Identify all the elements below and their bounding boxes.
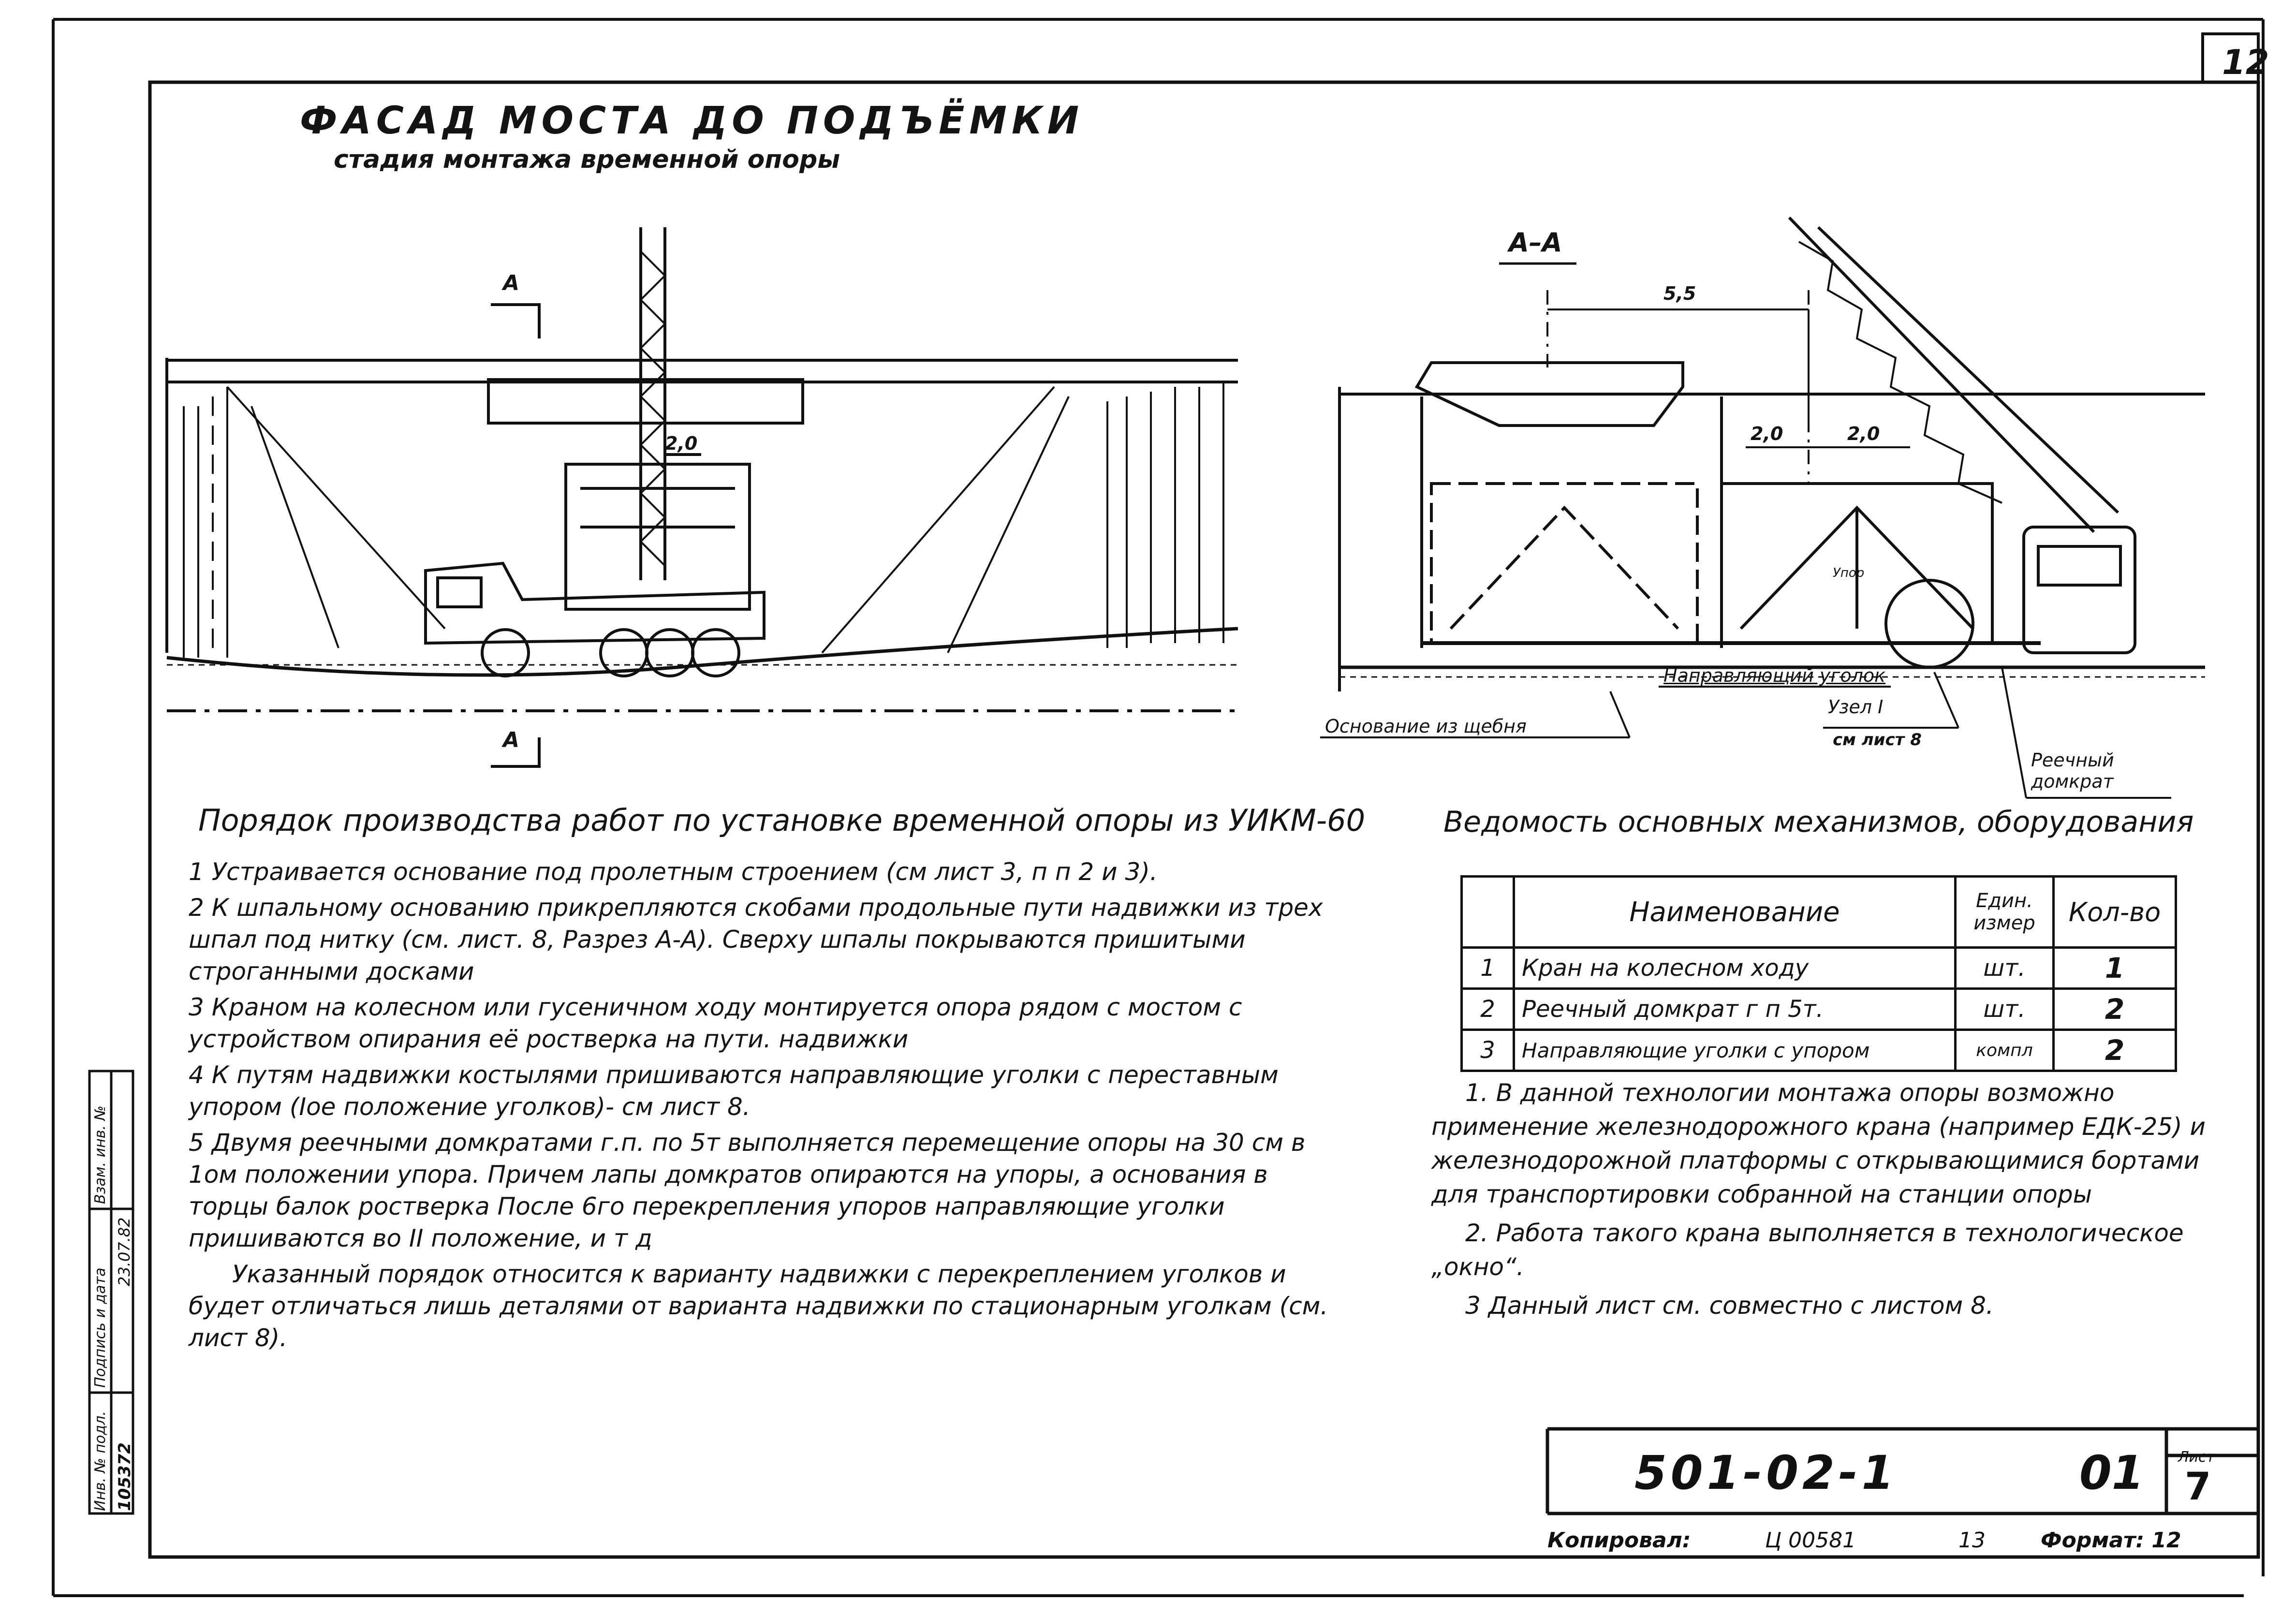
guide-angle-label: Направляющий уголок xyxy=(1663,665,1886,686)
section-a-a-drawing xyxy=(1320,216,2205,799)
table-row: 3 Направляющие уголки с упором компл 2 xyxy=(1460,1028,2177,1072)
side-stamp-frame xyxy=(88,1070,134,1515)
section-dimension-left: 2,0 xyxy=(1751,423,1783,444)
row-qty: 2 xyxy=(2052,987,2177,1031)
elevation-dimension: 2,0 xyxy=(665,433,698,454)
notes: 1. В данной технологии монтажа опоры воз… xyxy=(1431,1076,2215,1327)
rack-jack-label: Реечный домкрат xyxy=(2031,749,2114,792)
replaced-inventory-label: Взам. инв. № xyxy=(92,1105,109,1204)
sign-date-value: 23.07.82 xyxy=(115,1217,133,1287)
page-number: 12 xyxy=(2222,43,2269,82)
copied-value: Ц 00581 xyxy=(1765,1528,1856,1553)
col-number xyxy=(1460,875,1515,949)
sheet-number: 7 xyxy=(2185,1465,2211,1509)
sign-date-label: Подпись и дата xyxy=(92,1267,109,1388)
procedure-step: 1 Устраивается основание под пролетным с… xyxy=(189,858,1158,886)
copied-label: Копировал: xyxy=(1547,1528,1691,1553)
note-item: 1. В данной технологии монтажа опоры воз… xyxy=(1431,1079,2206,1208)
drawing-subtitle: стадия монтажа временной опоры xyxy=(334,145,840,174)
row-name: Кран на колесном ходу xyxy=(1513,946,1957,990)
equipment-list-title: Ведомость основных механизмов, оборудова… xyxy=(1443,805,2194,839)
procedure-step: 4 К путям надвижки костылями пришиваются… xyxy=(189,1061,1279,1121)
node-reference: см лист 8 xyxy=(1833,730,1922,749)
note-item: 2. Работа такого крана выполняется в тех… xyxy=(1431,1219,2184,1281)
document-code: 501-02-1 xyxy=(1634,1446,1898,1500)
procedure-title: Порядок производства работ по установке … xyxy=(198,803,1366,838)
row-name: Направляющие уголки с упором xyxy=(1513,1028,1957,1072)
row-qty: 1 xyxy=(2052,946,2177,990)
row-unit: шт. xyxy=(1954,987,2055,1031)
section-dimension-right: 2,0 xyxy=(1847,423,1880,444)
row-number: 3 xyxy=(1460,1028,1515,1072)
procedure-text: 1 Устраивается основание под пролетным с… xyxy=(189,856,1330,1358)
section-title: А–А xyxy=(1509,227,1562,258)
col-name: Наименование xyxy=(1513,875,1957,949)
drawing-title: ФАСАД МОСТА ДО ПОДЪЁМКИ xyxy=(300,99,1084,143)
col-unit: Един. измер xyxy=(1954,875,2055,949)
equipment-table-header: Наименование Един. измер Кол-во xyxy=(1460,875,2177,949)
bridge-elevation-drawing xyxy=(165,227,1238,768)
row-qty: 2 xyxy=(2052,1028,2177,1072)
issue-number: 01 xyxy=(2079,1446,2144,1500)
format-label: Формат: 12 xyxy=(2041,1528,2181,1553)
col-qty: Кол-во xyxy=(2052,875,2177,949)
procedure-step: 2 К шпальному основанию прикрепляются ск… xyxy=(189,894,1323,985)
node-label: Узел I xyxy=(1828,696,1884,718)
table-row: 2 Реечный домкрат г п 5т. шт. 2 xyxy=(1460,987,2177,1031)
note-item: 3 Данный лист см. совместно с листом 8. xyxy=(1465,1292,1994,1320)
row-unit: компл xyxy=(1954,1028,2055,1072)
equipment-table: Наименование Един. измер Кол-во 1 Кран н… xyxy=(1460,875,2177,1072)
table-row: 1 Кран на колесном ходу шт. 1 xyxy=(1460,946,2177,990)
page-number-box xyxy=(2201,32,2260,84)
stop-label: Упор xyxy=(1833,566,1865,580)
section-mark-top: А xyxy=(503,271,520,295)
inventory-value: 105372 xyxy=(115,1442,134,1511)
row-name: Реечный домкрат г п 5т. xyxy=(1513,987,1957,1031)
section-mark-bottom: А xyxy=(503,728,520,752)
base-label: Основание из щебня xyxy=(1325,716,1527,737)
row-number: 2 xyxy=(1460,987,1515,1031)
row-number: 1 xyxy=(1460,946,1515,990)
procedure-step: 3 Краном на колесном или гусеничном ходу… xyxy=(189,993,1242,1053)
section-dimension-5-5: 5,5 xyxy=(1663,283,1696,304)
footer-number: 13 xyxy=(1958,1528,1986,1553)
inventory-label: Инв. № подл. xyxy=(92,1411,109,1511)
sheet-label: Лист xyxy=(2178,1449,2215,1466)
procedure-step: 5 Двумя реечными домкратами г.п. по 5т в… xyxy=(189,1129,1306,1252)
procedure-note: Указанный порядок относится к варианту н… xyxy=(189,1260,1328,1352)
inner-frame xyxy=(148,80,2260,1559)
title-block xyxy=(1545,1427,2258,1515)
row-unit: шт. xyxy=(1954,946,2055,990)
